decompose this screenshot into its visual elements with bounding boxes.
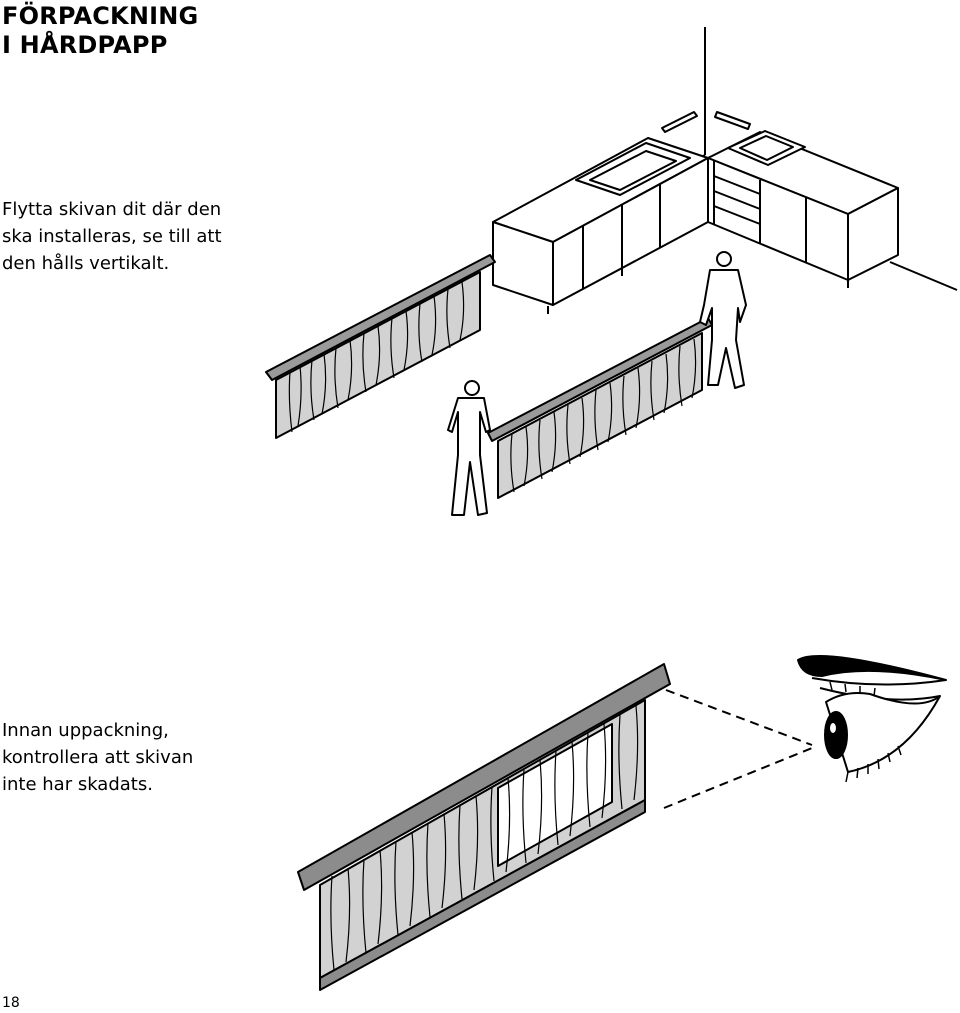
step-2-text: Innan uppackning, kontrollera att skivan…	[2, 717, 193, 798]
title-line-2: I HÅRDPAPP	[2, 31, 168, 59]
title-line-1: FÖRPACKNING	[2, 2, 199, 30]
step-1-line-2: ska installeras, se till att	[2, 226, 222, 247]
page-title: FÖRPACKNING I HÅRDPAPP	[2, 2, 198, 60]
step-2-line-3: inte har skadats.	[2, 774, 153, 795]
step-1-text: Flytta skivan dit där den ska installera…	[2, 196, 222, 277]
step-1-line-3: den hålls vertikalt.	[2, 253, 170, 274]
page-number: 18	[2, 995, 20, 1011]
step-2-line-2: kontrollera att skivan	[2, 747, 194, 768]
two-people-carrying-worktop-to-kitchen-icon	[265, 27, 958, 516]
step-2-line-1: Innan uppackning,	[2, 720, 169, 741]
step-1-line-1: Flytta skivan dit där den	[2, 199, 222, 220]
